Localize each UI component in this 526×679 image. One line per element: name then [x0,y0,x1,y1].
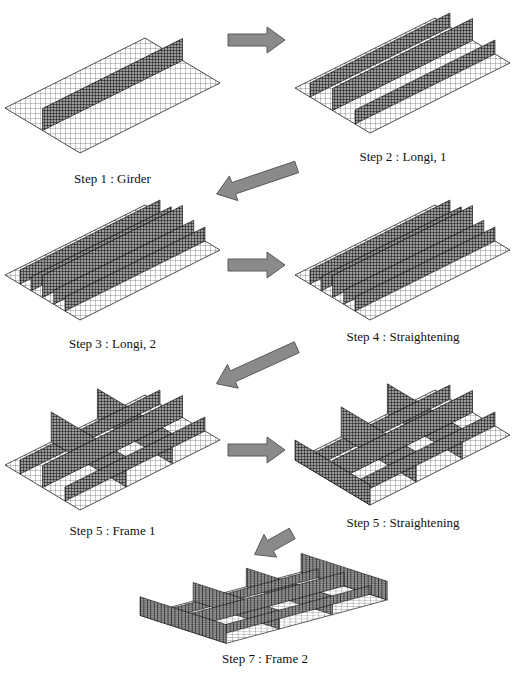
process-arrow [216,342,299,388]
process-arrow [217,161,299,200]
process-arrow [255,528,296,557]
step-caption: Step 7 : Frame 2 [219,650,311,668]
longi-mesh [65,227,205,311]
mesh-model [295,384,510,505]
step-caption: Step 3 : Longi, 2 [66,335,159,353]
step-panel: Step 5 : Frame 1 [0,385,225,540]
longi-mesh [344,220,484,304]
mesh-model [5,389,220,510]
mesh-model [140,553,387,643]
end-plate-mesh [295,440,370,505]
mesh-model [5,200,220,320]
girder-mesh [43,39,183,131]
step-caption: Step 5 : Straightening [343,514,462,532]
end-plate-mesh [140,597,226,644]
longi-mesh [65,417,205,501]
process-arrow [228,252,285,278]
step-panel: Step 5 : Straightening [288,382,518,532]
longi-mesh [355,412,495,496]
step-panel: Step 3 : Longi, 2 [0,195,225,353]
step-caption: Step 1 : Girder [71,170,154,188]
step-panel: Step 2 : Longi, 1 [288,5,518,166]
mesh-model [295,200,510,320]
longi-mesh [209,586,370,638]
step-caption: Step 5 : Frame 1 [67,522,159,540]
step-panel: Step 1 : Girder [0,25,225,188]
longi-mesh [54,220,194,304]
process-arrow [228,437,285,463]
step-panel: Step 4 : Straightening [288,195,518,346]
mesh-model [5,38,220,153]
mesh-model [295,13,510,133]
longi-mesh [355,227,495,311]
step-caption: Step 2 : Longi, 1 [356,148,449,166]
longi-mesh [355,40,495,124]
plate-mesh [5,38,220,153]
step-panel: Step 7 : Frame 2 [135,556,395,668]
step-caption: Step 4 : Straightening [343,328,462,346]
process-arrow [228,27,285,53]
